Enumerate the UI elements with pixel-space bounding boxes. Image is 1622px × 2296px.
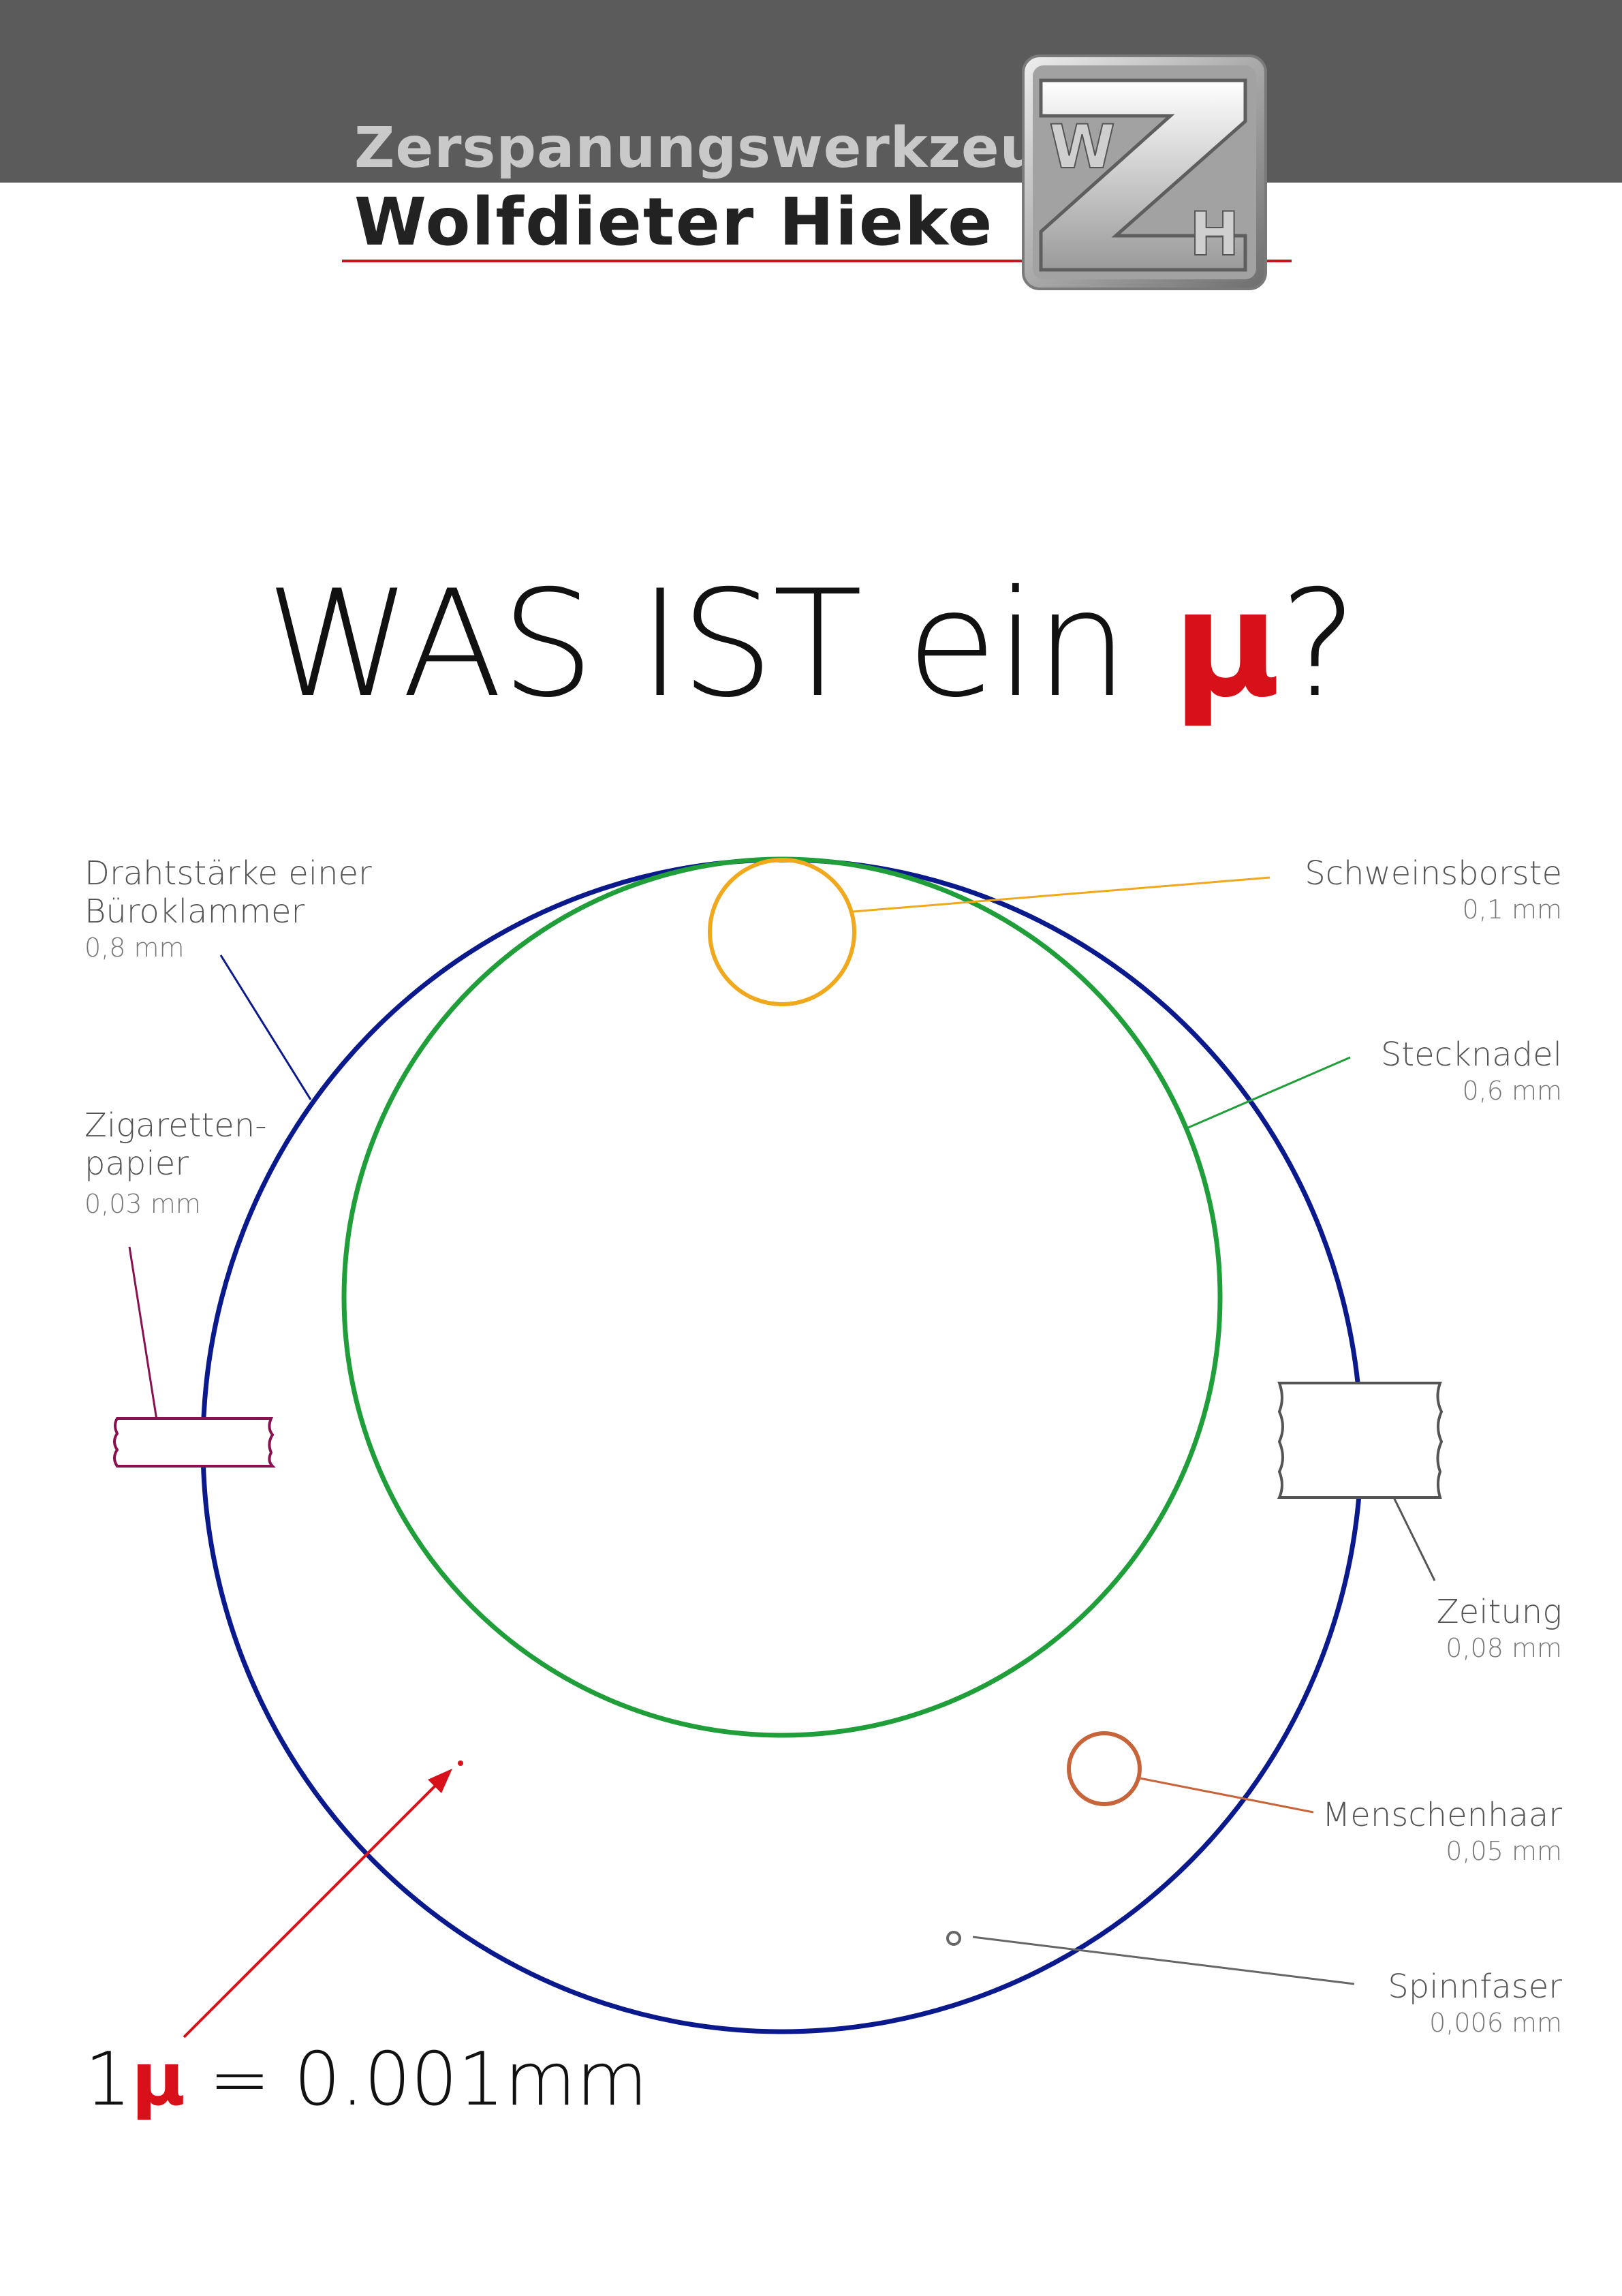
micron-dot <box>458 1760 463 1766</box>
micron-formula: 1µ = 0.001mm <box>84 2037 648 2122</box>
hair-circle <box>1067 1731 1142 1806</box>
formula-mu-symbol: µ <box>131 2037 186 2122</box>
label-pin: Stecknadel 0,6 mm <box>1380 1036 1562 1106</box>
company-tagline: Zerspanungswerkzeuge <box>354 116 1120 181</box>
label-bristle: Schweinsborste 0,1 mm <box>1305 854 1562 925</box>
label-paperclip: Drahtstärke einer Büroklammer 0,8 mm <box>84 854 372 963</box>
wzh-logo: W H <box>1022 55 1267 290</box>
hair-leader <box>1139 1777 1314 1814</box>
micron-arrow-line <box>183 1784 437 2038</box>
header-bar <box>0 0 1622 183</box>
svg-text:W: W <box>1049 112 1115 182</box>
cigarette-paper-shape <box>113 1417 276 1468</box>
label-fiber: Spinnfaser 0,006 mm <box>1388 1968 1562 2038</box>
fiber-leader <box>972 1936 1355 1985</box>
mu-symbol: µ <box>1172 559 1281 730</box>
paperclip-circle <box>200 857 1364 2034</box>
micron-arrow-head <box>428 1769 452 1793</box>
bristle-circle <box>708 858 856 1006</box>
bristle-leader <box>852 876 1270 913</box>
company-name: Wolfdieter Hieke <box>354 184 994 260</box>
paperclip-leader <box>219 955 312 1100</box>
newspaper-leader <box>1392 1497 1436 1581</box>
svg-text:H: H <box>1189 199 1240 269</box>
label-cigarette-paper: Zigaretten- papier 0,03 mm <box>84 1106 267 1219</box>
page-title: WAS IST ein µ? <box>266 559 1358 730</box>
label-hair: Menschenhaar 0,05 mm <box>1322 1796 1562 1866</box>
cigarette-leader <box>128 1246 158 1421</box>
header-rule <box>342 260 1292 262</box>
fiber-circle <box>946 1931 961 1946</box>
label-newspaper: Zeitung 0,08 mm <box>1436 1593 1562 1663</box>
pin-circle <box>341 856 1223 1738</box>
pin-leader <box>1186 1056 1351 1130</box>
newspaper-shape <box>1277 1382 1444 1499</box>
